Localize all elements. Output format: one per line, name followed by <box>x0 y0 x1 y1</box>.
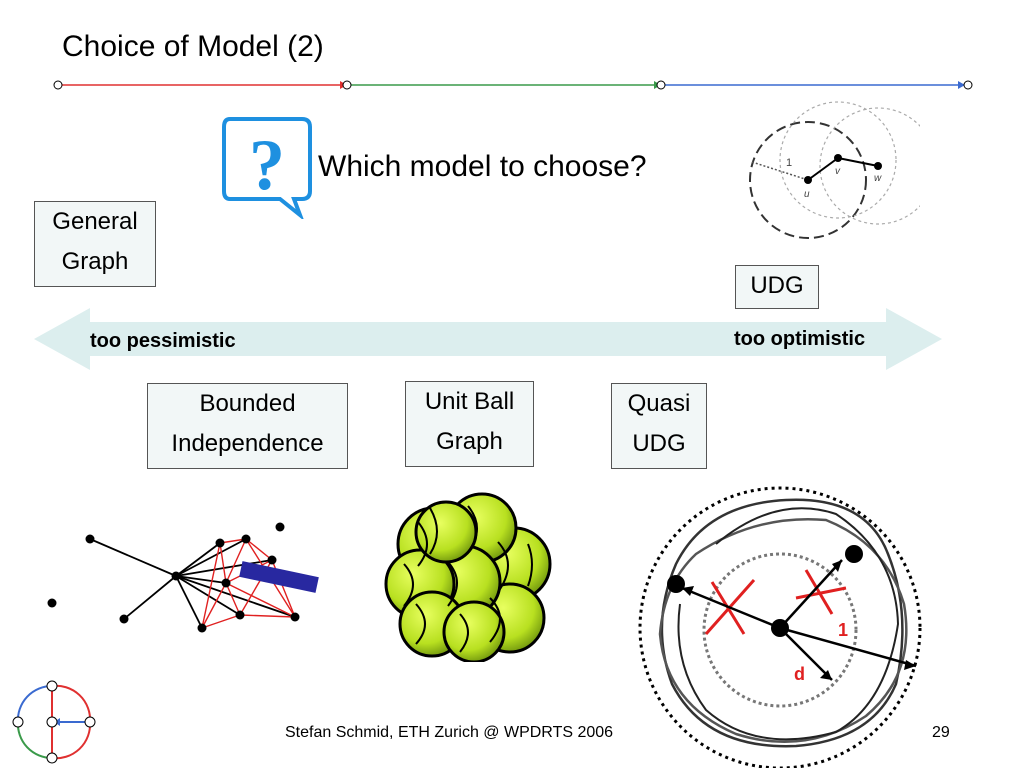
unit-ball-graph-line1: Unit Ball <box>424 388 515 415</box>
general-graph-line2: Graph <box>61 248 129 275</box>
question-mark-bubble-icon: ? <box>222 117 312 219</box>
bounded-independence-box: Bounded Independence <box>147 383 348 469</box>
timeline <box>53 80 973 90</box>
unit-ball-graph-line2: Graph <box>436 428 503 455</box>
quasi-udg-box: Quasi UDG <box>611 383 707 469</box>
bounded-independence-line2: Independence <box>171 430 324 457</box>
bounded-independence-line1: Bounded <box>199 390 296 417</box>
unit-ball-cluster <box>384 492 552 662</box>
slide-title: Choice of Model (2) <box>62 30 324 63</box>
quasi-udg-line1: Quasi <box>627 390 691 417</box>
general-graph-box: General Graph <box>34 201 156 287</box>
quasi-label-1: 1 <box>838 620 848 640</box>
bounded-independence-graph <box>47 522 319 633</box>
svg-text:?: ? <box>249 125 285 205</box>
too-optimistic-label: too optimistic <box>734 328 866 350</box>
footer-text: Stefan Schmid, ETH Zurich @ WPDRTS 2006 <box>285 724 614 741</box>
udg-box: UDG <box>735 265 819 309</box>
unit-ball-graph-box: Unit Ball Graph <box>405 381 534 467</box>
too-pessimistic-label: too pessimistic <box>90 330 236 352</box>
quasi-udg-diagram: 1 d <box>638 486 922 768</box>
node-label-v: v <box>835 166 841 177</box>
spectrum-arrow <box>34 308 942 370</box>
udg-diagram: 1 u v w <box>749 101 920 239</box>
quasi-udg-line2: UDG <box>632 430 686 457</box>
page-number: 29 <box>932 724 950 741</box>
udg-edge-label: 1 <box>786 157 792 169</box>
udg-label: UDG <box>750 272 804 299</box>
quasi-label-d: d <box>794 664 805 684</box>
general-graph-line1: General <box>52 208 138 235</box>
node-label-u: u <box>804 189 810 200</box>
question-text: Which model to choose? <box>318 150 647 183</box>
logo-icon <box>12 680 96 764</box>
node-label-w: w <box>874 173 882 184</box>
